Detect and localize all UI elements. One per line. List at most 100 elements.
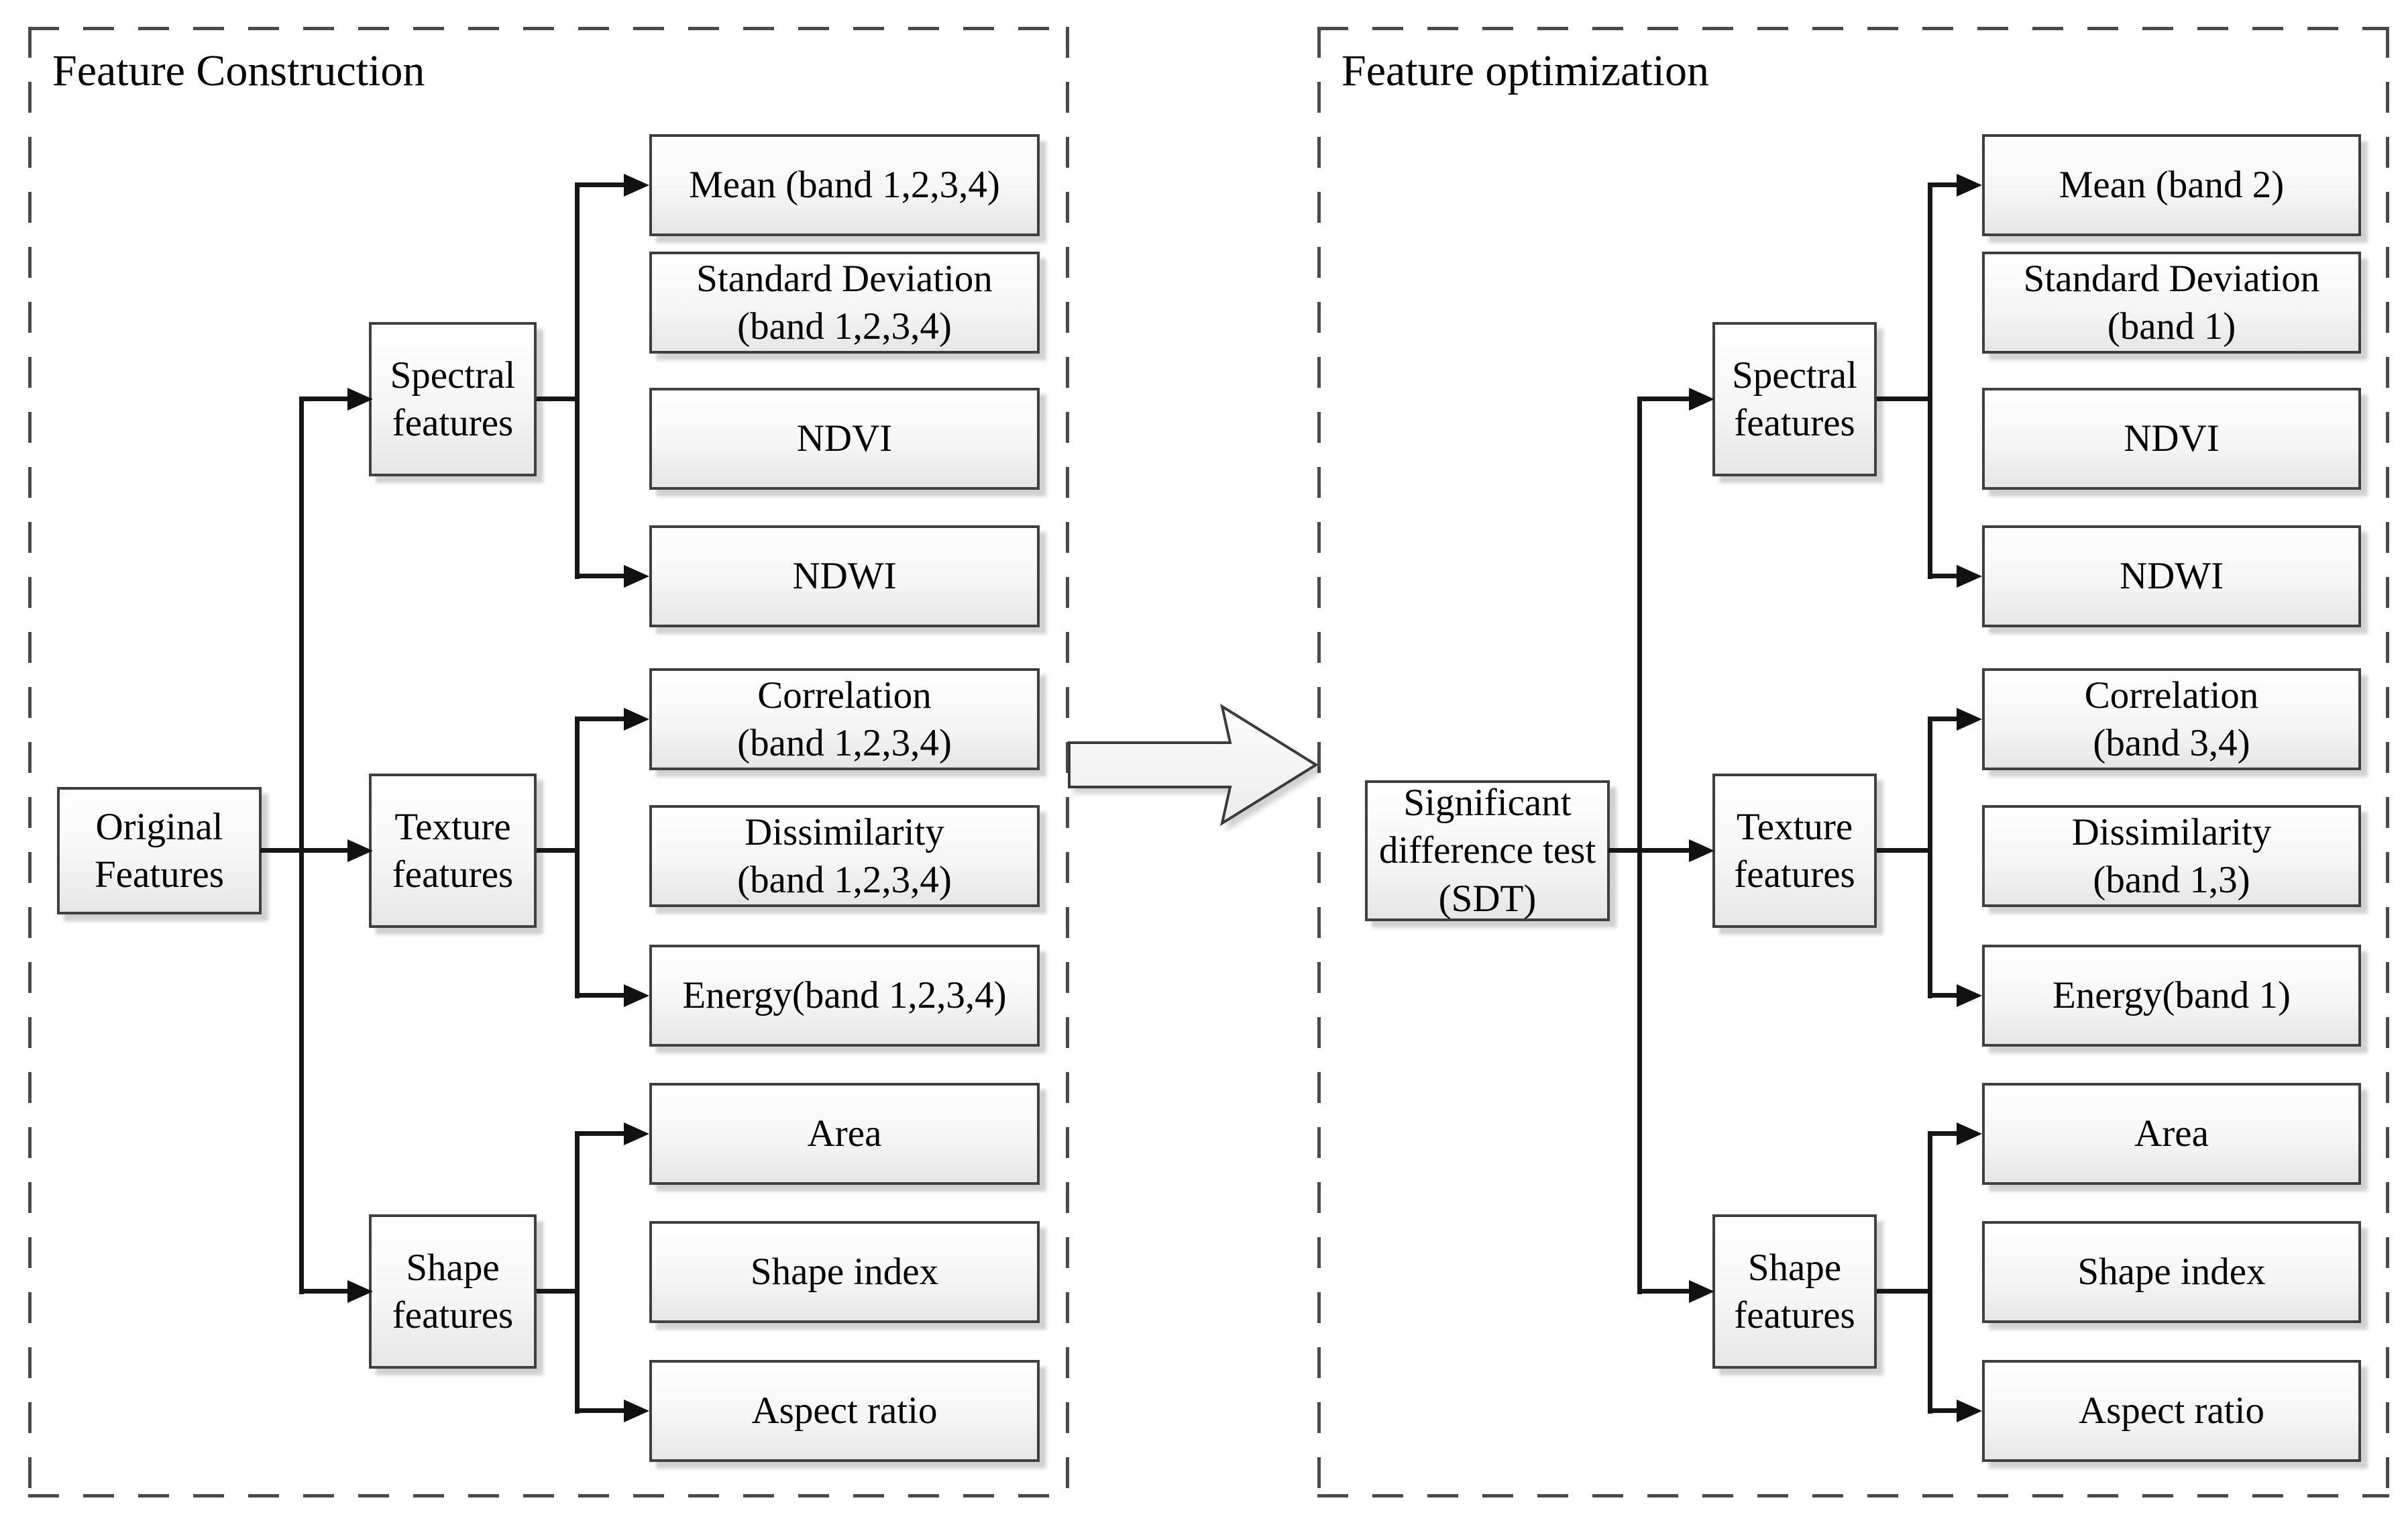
connector-vline (1928, 1131, 1932, 1414)
arrowhead-icon (347, 388, 373, 411)
box-significant-difference-test: Significant difference test (SDT) (1365, 780, 1610, 921)
connector-vline (1928, 182, 1932, 579)
box-label: Shape features (392, 1246, 514, 1336)
connector-hline (260, 848, 347, 853)
connector-hline (1930, 1131, 1957, 1136)
child-ndwi-right: NDWI (1982, 525, 2361, 627)
arrowhead-icon (1689, 839, 1714, 862)
connector-hline (577, 1131, 624, 1136)
child-energy-left: Energy(band 1,2,3,4) (649, 945, 1040, 1047)
arrowhead-icon (347, 839, 373, 862)
arrowhead-icon (624, 984, 649, 1007)
child-shape-index-left: Shape index (649, 1221, 1040, 1323)
connector-hline (1877, 397, 1932, 401)
child-ndvi-left: NDVI (649, 388, 1040, 490)
arrowhead-icon (624, 565, 649, 588)
arrowhead-icon (1957, 1400, 1982, 1422)
connector-hline (577, 182, 624, 187)
connector-vline (575, 1131, 580, 1414)
connector-hline (577, 1408, 624, 1413)
connector-vline (1637, 397, 1642, 1294)
arrowhead-icon (1957, 708, 1982, 731)
connector-hline (577, 574, 624, 578)
child-standard-deviation-right: Standard Deviation (band 1) (1982, 252, 2361, 354)
box-label: NDWI (2119, 555, 2224, 598)
connector-hline (1640, 397, 1689, 401)
box-label: Texture features (1734, 805, 1855, 896)
child-dissimilarity-left: Dissimilarity (band 1,2,3,4) (649, 805, 1040, 907)
connector-vline (299, 397, 304, 1294)
connector-hline (302, 1289, 347, 1294)
box-label: Shape index (2077, 1251, 2266, 1294)
box-label: NDVI (796, 417, 893, 460)
box-label: Dissimilarity (band 1,2,3,4) (737, 810, 952, 901)
group-spectral-features-right: Spectral features (1712, 322, 1877, 476)
connector-hline (1608, 848, 1689, 853)
box-label: NDVI (2124, 417, 2220, 460)
box-label: Shape features (1734, 1246, 1855, 1336)
connector-hline (1930, 182, 1957, 187)
connector-hline (537, 397, 580, 401)
child-ndwi-left: NDWI (649, 525, 1040, 627)
box-label: Mean (band 2) (2059, 164, 2285, 207)
connector-hline (1640, 1289, 1689, 1294)
child-area-left: Area (649, 1083, 1040, 1185)
child-energy-right: Energy(band 1) (1982, 945, 2361, 1047)
box-label: NDWI (792, 555, 897, 598)
box-label: Original Features (94, 805, 225, 896)
box-label: Energy(band 1,2,3,4) (682, 974, 1007, 1017)
child-aspect-ratio-right: Aspect ratio (1982, 1360, 2361, 1462)
box-label: Standard Deviation (band 1,2,3,4) (696, 257, 993, 348)
connector-hline (577, 993, 624, 998)
box-label: Aspect ratio (751, 1389, 938, 1432)
box-label: Aspect ratio (2079, 1389, 2264, 1432)
arrowhead-icon (624, 1400, 649, 1422)
panel-title-feature-optimization: Feature optimization (1342, 46, 1710, 95)
panel-title-feature-construction: Feature Construction (52, 46, 425, 95)
group-texture-features-right: Texture features (1712, 774, 1877, 928)
box-label: Area (2134, 1112, 2209, 1155)
child-dissimilarity-right: Dissimilarity (band 1,3) (1982, 805, 2361, 907)
arrowhead-icon (624, 1122, 649, 1145)
child-mean-right: Mean (band 2) (1982, 134, 2361, 236)
box-label: Mean (band 1,2,3,4) (689, 164, 1000, 207)
connector-hline (1930, 993, 1957, 998)
connector-hline (1877, 848, 1932, 853)
child-ndvi-right: NDVI (1982, 388, 2361, 490)
box-label: Correlation (band 1,2,3,4) (737, 674, 952, 764)
connector-vline (1928, 717, 1932, 998)
box-label: Spectral features (1732, 354, 1857, 444)
child-correlation-right: Correlation (band 3,4) (1982, 668, 2361, 770)
arrowhead-icon (624, 174, 649, 197)
connector-hline (1930, 574, 1957, 578)
group-shape-features-left: Shape features (369, 1214, 537, 1369)
flow-arrow-icon (1068, 703, 1319, 827)
child-mean-left: Mean (band 1,2,3,4) (649, 134, 1040, 236)
arrowhead-icon (624, 708, 649, 731)
connector-vline (575, 182, 580, 579)
arrowhead-icon (1689, 388, 1714, 411)
box-label: Texture features (392, 805, 514, 896)
arrowhead-icon (1957, 984, 1982, 1007)
box-original-features: Original Features (57, 787, 262, 914)
child-correlation-left: Correlation (band 1,2,3,4) (649, 668, 1040, 770)
arrowhead-icon (1957, 174, 1982, 197)
child-aspect-ratio-left: Aspect ratio (649, 1360, 1040, 1462)
group-texture-features-left: Texture features (369, 774, 537, 928)
group-shape-features-right: Shape features (1712, 1214, 1877, 1369)
box-label: Correlation (band 3,4) (2084, 674, 2259, 764)
connector-hline (537, 848, 580, 853)
box-label: Shape index (750, 1251, 939, 1294)
connector-hline (1877, 1289, 1932, 1294)
child-standard-deviation-left: Standard Deviation (band 1,2,3,4) (649, 252, 1040, 354)
arrowhead-icon (347, 1280, 373, 1303)
box-label: Energy(band 1) (2052, 974, 2291, 1017)
group-spectral-features-left: Spectral features (369, 322, 537, 476)
connector-hline (1930, 1408, 1957, 1413)
child-area-right: Area (1982, 1083, 2361, 1185)
box-label: Spectral features (390, 354, 516, 444)
connector-hline (1930, 717, 1957, 721)
connector-hline (537, 1289, 580, 1294)
arrowhead-icon (1689, 1280, 1714, 1303)
box-label: Area (807, 1112, 882, 1155)
